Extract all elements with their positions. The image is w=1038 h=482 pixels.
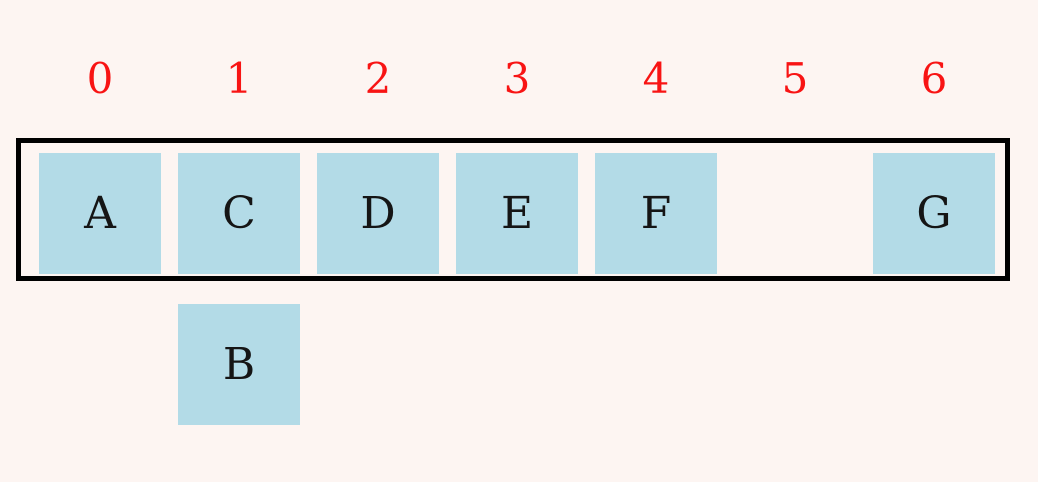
index-label-0: 0 <box>86 54 114 103</box>
array-container: A C D E F G <box>16 138 1010 281</box>
array-slot-0: A <box>39 153 161 274</box>
array-slot-2: D <box>317 153 439 274</box>
array-slot-1: C <box>178 153 300 274</box>
index-label-2: 2 <box>364 54 392 103</box>
index-label-6: 6 <box>920 54 948 103</box>
array-slot-3: E <box>456 153 578 274</box>
index-label-4: 4 <box>642 54 670 103</box>
index-label-1: 1 <box>225 54 253 103</box>
detached-element-b: B <box>178 304 300 425</box>
index-row: 0 1 2 3 4 5 6 <box>39 58 995 100</box>
array-slots-row: A C D E F G <box>39 153 995 274</box>
index-label-5: 5 <box>781 54 809 103</box>
array-slot-4: F <box>595 153 717 274</box>
index-label-3: 3 <box>503 54 531 103</box>
array-slot-6: G <box>873 153 995 274</box>
